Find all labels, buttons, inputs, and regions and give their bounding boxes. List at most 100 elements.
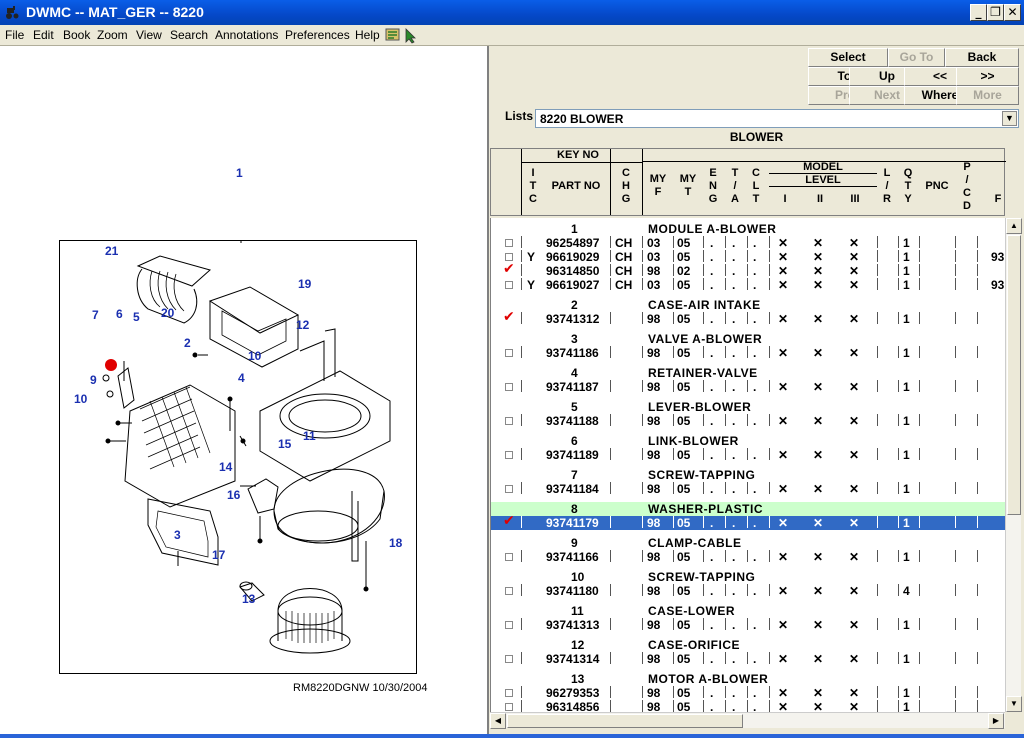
- callout-label[interactable]: 9: [90, 373, 97, 387]
- menu-search[interactable]: Search: [170, 28, 209, 42]
- callout-label[interactable]: 20: [161, 306, 175, 320]
- row-checkbox[interactable]: [505, 655, 513, 663]
- callout-label[interactable]: 3: [174, 528, 181, 542]
- row-checkbox[interactable]: [505, 253, 513, 261]
- lists-dropdown[interactable]: 8220 BLOWER ▼: [535, 109, 1019, 128]
- callout-label[interactable]: 16: [227, 488, 241, 502]
- row-checkbox[interactable]: [505, 587, 513, 595]
- callout-label[interactable]: 18: [389, 536, 403, 550]
- row-checkbox[interactable]: [505, 621, 513, 629]
- checked-icon[interactable]: ✔: [503, 309, 515, 325]
- row-checkbox[interactable]: [505, 485, 513, 493]
- row-checkbox[interactable]: [505, 417, 513, 425]
- menu-annotations[interactable]: Annotations: [215, 28, 279, 42]
- callout-label-highlighted[interactable]: 8: [106, 312, 113, 326]
- menu-edit[interactable]: Edit: [33, 28, 54, 42]
- row-checkbox[interactable]: [505, 451, 513, 459]
- row-checkbox[interactable]: [505, 281, 513, 289]
- checked-icon[interactable]: ✔: [503, 513, 515, 529]
- row-checkbox[interactable]: [505, 383, 513, 391]
- menu-preferences[interactable]: Preferences: [285, 28, 350, 42]
- callout-label[interactable]: 19: [298, 277, 312, 291]
- menu-zoom[interactable]: Zoom: [97, 28, 128, 42]
- callout-label[interactable]: 7: [92, 308, 99, 322]
- chevron-down-icon[interactable]: ▼: [1002, 111, 1017, 126]
- menu-file[interactable]: File: [5, 28, 25, 42]
- go-to-button[interactable]: Go To: [888, 48, 945, 67]
- close-icon[interactable]: ✕: [1004, 4, 1021, 21]
- callout-label[interactable]: 10: [74, 392, 88, 406]
- illustration-pane[interactable]: 1: [0, 46, 487, 734]
- select-button[interactable]: Select: [808, 48, 888, 67]
- callout-label[interactable]: 10: [248, 349, 262, 363]
- next-page-button[interactable]: >>: [956, 67, 1019, 86]
- menu-help[interactable]: Help: [355, 28, 380, 42]
- callout-label[interactable]: 2: [184, 336, 191, 350]
- checked-icon[interactable]: ✔: [503, 261, 515, 277]
- row-checkbox[interactable]: [505, 239, 513, 247]
- row-checkbox[interactable]: [505, 689, 513, 697]
- minimize-icon[interactable]: _: [970, 4, 987, 21]
- menu-view[interactable]: View: [136, 28, 162, 42]
- vertical-scrollbar[interactable]: ▲ ▼: [1005, 218, 1022, 712]
- hscroll-thumb[interactable]: [507, 714, 743, 728]
- row-checkbox[interactable]: [505, 703, 513, 711]
- row-checkbox[interactable]: [505, 349, 513, 357]
- callout-label[interactable]: 14: [219, 460, 233, 474]
- callout-label[interactable]: 17: [212, 548, 226, 562]
- horizontal-scrollbar[interactable]: ◀ ▶: [490, 712, 1005, 729]
- callout-label[interactable]: 1: [236, 166, 243, 180]
- scroll-up-icon[interactable]: ▲: [1006, 218, 1022, 234]
- toolbar-notes-icon[interactable]: [384, 26, 402, 44]
- scroll-down-icon[interactable]: ▼: [1006, 696, 1022, 712]
- restore-icon[interactable]: ❐: [987, 4, 1004, 21]
- callout-label[interactable]: 21: [105, 244, 119, 258]
- callout-label[interactable]: 15: [278, 437, 292, 451]
- scroll-left-icon[interactable]: ◀: [490, 713, 506, 729]
- callout-label[interactable]: 5: [133, 310, 140, 324]
- pane-splitter[interactable]: [487, 46, 489, 734]
- scroll-right-icon[interactable]: ▶: [988, 713, 1004, 729]
- menu-book[interactable]: Book: [63, 28, 91, 42]
- callout-label[interactable]: 13: [242, 592, 256, 606]
- callout-label[interactable]: 12: [296, 318, 310, 332]
- callout-label[interactable]: 11: [303, 429, 316, 443]
- callout-label[interactable]: 4: [238, 371, 245, 385]
- more-button[interactable]: More: [956, 86, 1019, 105]
- back-button[interactable]: Back: [945, 48, 1019, 67]
- callout-label[interactable]: 6: [116, 307, 123, 321]
- toolbar-pointer-icon[interactable]: [402, 26, 420, 44]
- scroll-thumb[interactable]: [1007, 235, 1021, 515]
- row-checkbox[interactable]: [505, 553, 513, 561]
